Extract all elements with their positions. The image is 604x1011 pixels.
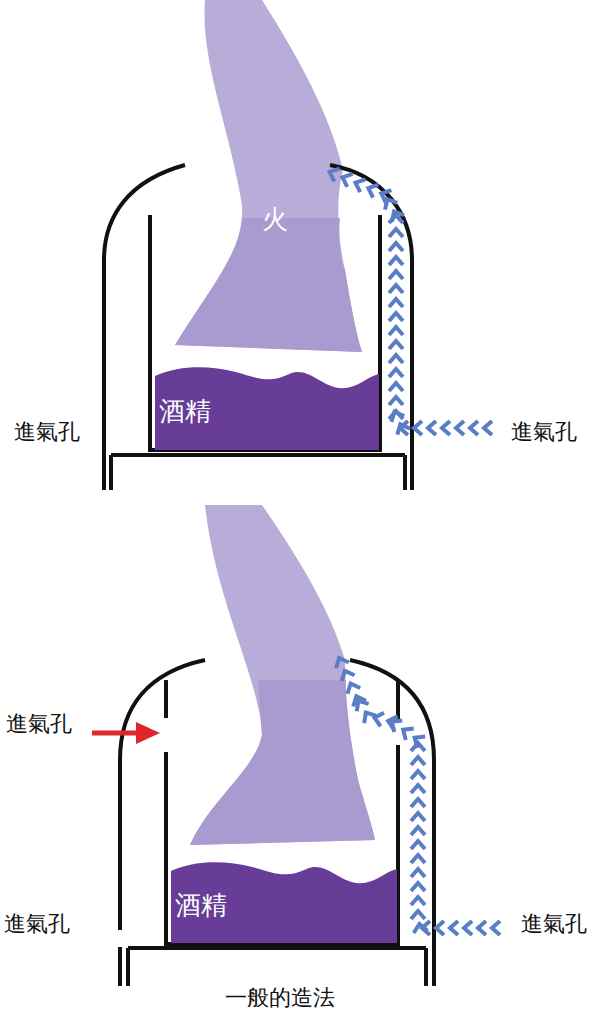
airflow-arrows <box>330 169 500 935</box>
airflow-chevron <box>336 658 349 668</box>
airflow-chevron <box>389 411 403 419</box>
flame <box>190 505 375 845</box>
airflow-chevron <box>381 190 391 203</box>
caption: 一般的造法 <box>225 985 335 1011</box>
airflow-chevron <box>411 897 425 905</box>
airflow-chevron <box>343 174 353 187</box>
airflow-chevron <box>397 424 410 434</box>
red-arrow <box>92 722 160 744</box>
alcohol-pool: 酒精 <box>155 362 387 450</box>
air-inlet-label: 進氣孔 <box>521 911 587 937</box>
airflow-chevron <box>392 211 404 221</box>
airflow-chevron <box>342 671 355 681</box>
airflow-chevron <box>492 921 500 935</box>
airflow-chevron <box>348 684 361 694</box>
flame-label: 火 <box>262 204 288 235</box>
airflow-chevron <box>355 179 365 192</box>
airflow-chevron <box>411 827 425 835</box>
airflow-chevron <box>389 383 403 391</box>
airflow-chevron <box>411 785 425 793</box>
airflow-chevron <box>428 421 436 435</box>
airflow-chevron <box>411 855 425 863</box>
airflow-chevron <box>389 327 403 335</box>
airflow-chevron <box>411 799 425 807</box>
airflow-chevron <box>389 397 403 405</box>
air-inlet-label: 進氣孔 <box>4 911 70 937</box>
airflow-chevron <box>436 921 444 935</box>
airflow-chevron <box>414 924 428 933</box>
alcohol-label: 酒精 <box>159 396 211 427</box>
airflow-chevron <box>353 696 366 706</box>
airflow-chevron <box>415 737 426 749</box>
airflow-chevron <box>484 421 492 435</box>
airflow-chevron <box>389 341 403 349</box>
airflow-chevron <box>414 421 422 435</box>
airflow-chevron <box>330 169 340 182</box>
flame-lower <box>190 680 375 845</box>
airflow-chevron <box>411 869 425 877</box>
airflow-chevron <box>456 421 464 435</box>
flame-lower <box>175 218 362 352</box>
air-inlet-label: 進氣孔 <box>6 711 72 737</box>
flame-label-area: 火 <box>258 198 316 242</box>
airflow-chevron <box>389 313 403 321</box>
airflow-chevron <box>442 421 450 435</box>
airflow-chevron <box>411 911 425 919</box>
airflow-chevron <box>450 921 458 935</box>
airflow-chevron <box>389 285 403 293</box>
airflow-chevron <box>389 299 403 307</box>
alcohol-label: 酒精 <box>175 890 227 921</box>
flame <box>175 0 362 352</box>
airflow-chevron <box>389 257 403 265</box>
airflow-chevron <box>411 757 425 765</box>
air-inlet-label: 進氣孔 <box>14 419 80 445</box>
airflow-chevron <box>389 369 403 377</box>
airflow-chevron <box>411 813 425 821</box>
airflow-chevron <box>403 729 414 741</box>
airflow-chevron <box>357 701 369 711</box>
airflow-chevron <box>368 185 378 198</box>
airflow-chevron <box>388 716 397 730</box>
airflow-chevron <box>470 421 478 435</box>
lamp-body <box>104 165 434 986</box>
airflow-chevron <box>389 229 403 237</box>
airflow-chevron <box>389 271 403 279</box>
airflow-chevron <box>411 841 425 849</box>
airflow-chevron <box>411 771 425 779</box>
airflow-chevron <box>478 921 486 935</box>
airflow-chevron <box>389 355 403 363</box>
airflow-chevron <box>364 713 376 723</box>
airflow-chevron <box>411 883 425 891</box>
airflow-chevron <box>464 921 472 935</box>
airflow-chevron <box>389 243 403 251</box>
alcohol-pool: 酒精 <box>171 857 405 943</box>
air-inlet-label: 進氣孔 <box>511 419 577 445</box>
